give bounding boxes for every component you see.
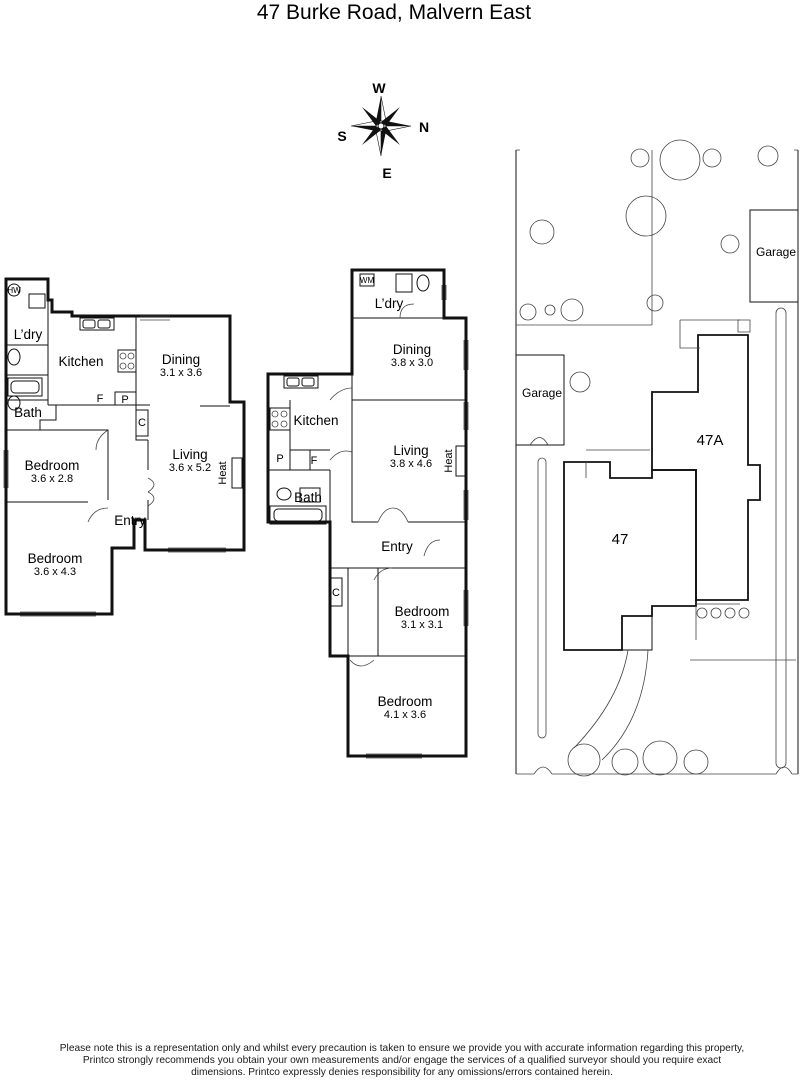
compass-west-label: W xyxy=(372,80,386,96)
floor-plan-right xyxy=(266,268,469,759)
right-laundry-label: L’dry xyxy=(375,296,404,311)
left-dining-label: Dining xyxy=(162,352,200,367)
right-kitchen-label: Kitchen xyxy=(293,413,338,428)
site-garage-left-label: Garage xyxy=(522,386,562,400)
left-living-label: Living xyxy=(172,447,207,462)
left-bath-label: Bath xyxy=(14,405,42,420)
right-bedroom-1-dims: 3.1 x 3.1 xyxy=(401,619,443,631)
right-living-dims: 3.8 x 4.6 xyxy=(390,458,432,470)
left-cupboard-label: C xyxy=(138,417,146,429)
disclaimer-line-3: dimensions. Printco expressly denies res… xyxy=(191,1067,613,1078)
compass-rose-icon xyxy=(350,95,412,157)
right-bath-label: Bath xyxy=(294,490,322,505)
left-fridge-label: F xyxy=(97,393,104,405)
right-living-label: Living xyxy=(393,443,428,458)
right-entry-label: Entry xyxy=(381,539,413,554)
left-living-dims: 3.6 x 5.2 xyxy=(169,462,211,474)
left-dining-dims: 3.1 x 3.6 xyxy=(160,367,202,379)
compass-north-label: N xyxy=(419,119,429,135)
disclaimer-line-2: Printco strongly recommends you obtain y… xyxy=(82,1055,722,1066)
right-heat-label: Heat xyxy=(443,449,455,472)
washing-machine-label: WM xyxy=(360,276,375,285)
left-heat-label: Heat xyxy=(217,461,229,484)
disclaimer-text: Please note this is a representation onl… xyxy=(20,1043,784,1079)
left-laundry-label: L’dry xyxy=(14,327,43,342)
left-pantry-label: P xyxy=(121,394,128,406)
disclaimer-line-1: Please note this is a representation onl… xyxy=(59,1043,745,1054)
right-cupboard-label: C xyxy=(332,587,340,599)
floor-plan-left xyxy=(3,277,246,617)
site-garage-top-label: Garage xyxy=(756,245,796,259)
hot-water-label: HW xyxy=(7,286,21,295)
floor-plan-drawing: 47 Burke Road, Malvern East W N S E xyxy=(3,1,799,777)
right-dining-label: Dining xyxy=(393,342,431,357)
right-pantry-label: P xyxy=(276,453,283,465)
unit-47a-label: 47A xyxy=(697,432,724,449)
right-fridge-label: F xyxy=(311,455,318,467)
unit-47-label: 47 xyxy=(612,531,629,548)
left-bedroom-1-label: Bedroom xyxy=(25,458,80,473)
left-bedroom-1-dims: 3.6 x 2.8 xyxy=(31,473,73,485)
left-entry-label: Entry xyxy=(114,513,146,528)
right-bedroom-1-label: Bedroom xyxy=(395,604,450,619)
left-bedroom-2-label: Bedroom xyxy=(28,551,83,566)
compass-east-label: E xyxy=(382,165,391,181)
right-dining-dims: 3.8 x 3.0 xyxy=(391,357,433,369)
compass-south-label: S xyxy=(337,128,346,144)
right-bedroom-2-label: Bedroom xyxy=(378,694,433,709)
left-bedroom-2-dims: 3.6 x 4.3 xyxy=(34,566,76,578)
right-bedroom-2-dims: 4.1 x 3.6 xyxy=(384,709,426,721)
site-plan xyxy=(515,139,799,777)
left-kitchen-label: Kitchen xyxy=(58,354,103,369)
page-title: 47 Burke Road, Malvern East xyxy=(257,1,531,24)
